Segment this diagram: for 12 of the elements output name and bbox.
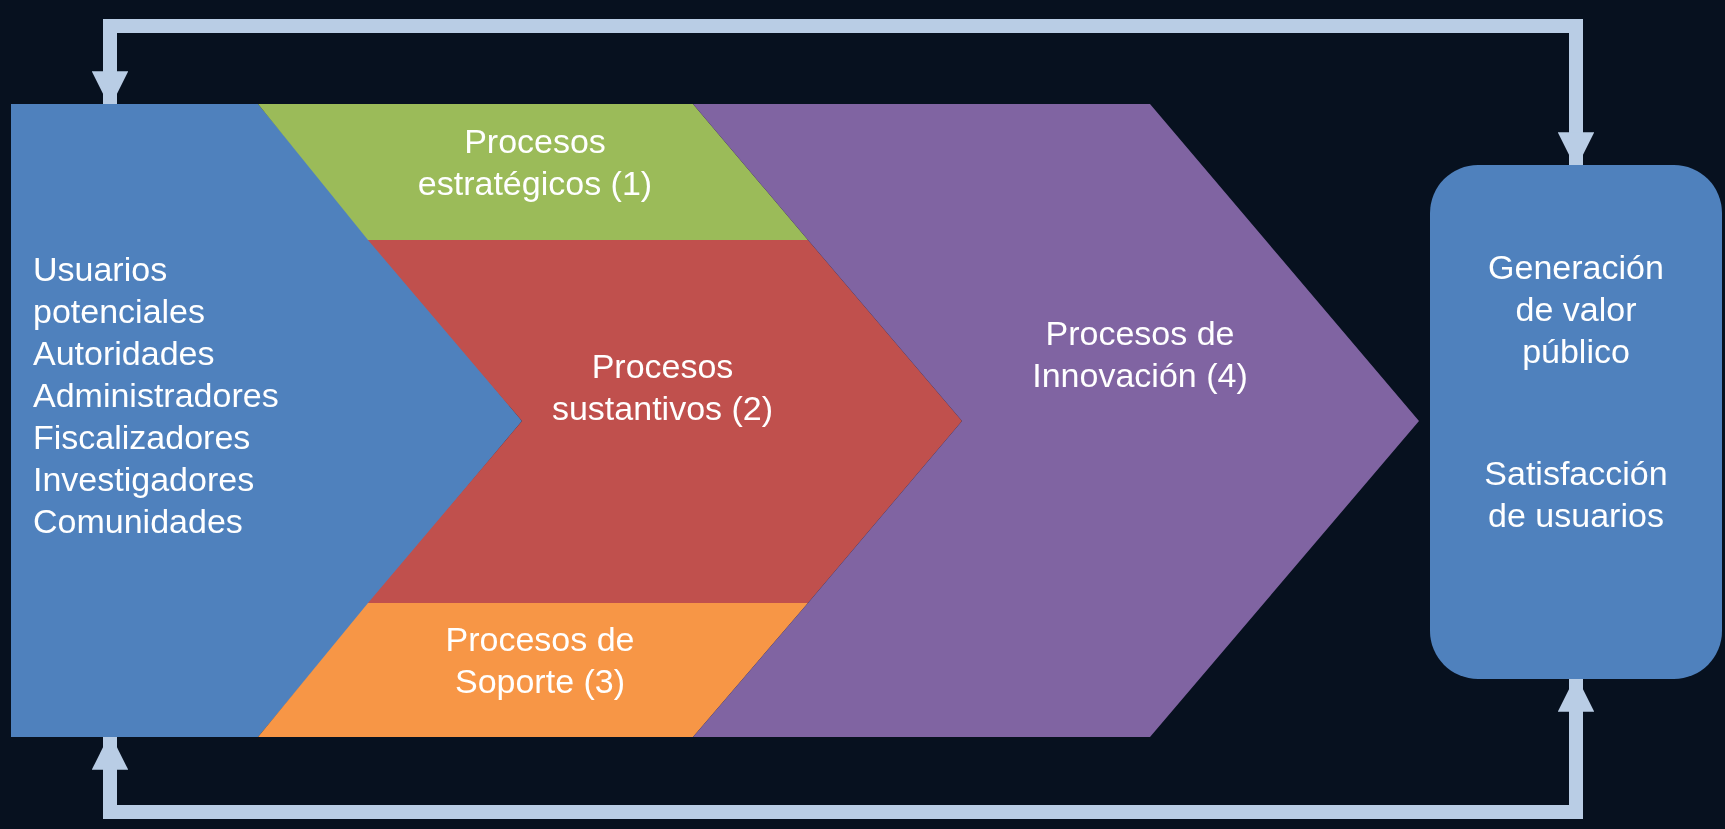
node-label: Comunidades	[33, 501, 244, 542]
node-label: Generación de valor público	[1487, 247, 1665, 372]
node-label: Procesos estratégicos (1)	[416, 121, 654, 204]
node-label: Administradores	[33, 375, 280, 416]
node-label: Procesos sustantivos (2)	[550, 346, 775, 429]
node-label: Procesos de Innovación (4)	[1031, 313, 1249, 396]
node-label: Satisfacción de usuarios	[1483, 453, 1669, 536]
node-label: Usuarios potenciales	[33, 249, 206, 332]
node-label: Fiscalizadores	[33, 417, 252, 458]
node-label: Investigadores	[33, 459, 256, 500]
node-label: Procesos de Soporte (3)	[444, 619, 636, 702]
node-label: Autoridades	[33, 333, 216, 374]
